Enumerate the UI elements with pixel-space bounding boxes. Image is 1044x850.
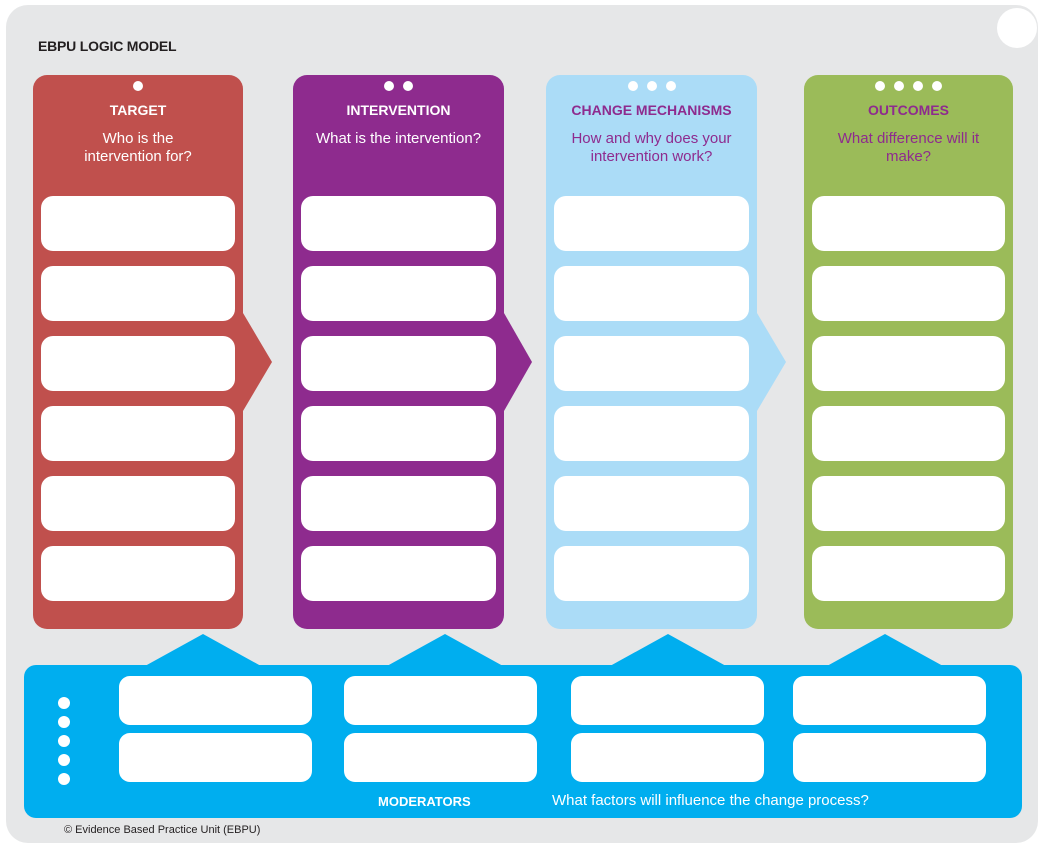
column-input-box[interactable]: [301, 406, 496, 461]
column-input-box[interactable]: [41, 266, 235, 321]
column-input-box[interactable]: [301, 336, 496, 391]
column-input-box[interactable]: [812, 196, 1005, 251]
moderator-input-box[interactable]: [571, 733, 764, 782]
column-input-box[interactable]: [554, 336, 749, 391]
column-input-box[interactable]: [554, 196, 749, 251]
column-title: INTERVENTION: [346, 102, 451, 118]
column-question: What difference will it make?: [837, 130, 980, 165]
column-outcomes: OUTCOMES What difference will it make?: [804, 75, 1013, 629]
column-input-box[interactable]: [554, 546, 749, 601]
column-input-box[interactable]: [41, 546, 235, 601]
column-question: What is the intervention?: [315, 130, 482, 147]
step-dot-icon: [133, 81, 143, 91]
column-question: How and why does your intervention work?: [571, 130, 732, 165]
arrow-right-icon: [504, 313, 532, 411]
page-title: EBPU LOGIC MODEL: [38, 38, 177, 54]
step-dot-icon: [913, 81, 923, 91]
column-title: TARGET: [109, 102, 167, 118]
moderators-dots: [58, 697, 70, 785]
column-input-box[interactable]: [41, 406, 235, 461]
column-input-box[interactable]: [812, 336, 1005, 391]
moderator-dot-icon: [58, 754, 70, 766]
column-input-box[interactable]: [41, 196, 235, 251]
column-input-box[interactable]: [554, 406, 749, 461]
moderator-pointer-icon: [827, 634, 943, 666]
moderator-pointer-icon: [145, 634, 261, 666]
moderator-input-box[interactable]: [571, 676, 764, 725]
column-change-mechanisms: CHANGE MECHANISMS How and why does your …: [546, 75, 757, 629]
step-dot-icon: [403, 81, 413, 91]
column-title: OUTCOMES: [868, 102, 949, 118]
step-dot-icon: [646, 81, 657, 91]
step-dot-icon: [384, 81, 394, 91]
column-dots: [546, 81, 757, 91]
column-input-box[interactable]: [301, 546, 496, 601]
step-dot-icon: [627, 81, 638, 91]
column-dots: [293, 81, 504, 91]
column-intervention: INTERVENTION What is the intervention?: [293, 75, 504, 629]
moderator-input-box[interactable]: [119, 733, 312, 782]
moderator-input-box[interactable]: [793, 676, 986, 725]
step-dot-icon: [894, 81, 904, 91]
column-input-box[interactable]: [301, 196, 496, 251]
moderator-input-box[interactable]: [793, 733, 986, 782]
step-dot-icon: [875, 81, 885, 91]
column-input-box[interactable]: [41, 336, 235, 391]
moderator-input-box[interactable]: [344, 676, 537, 725]
moderator-pointer-icon: [387, 634, 503, 666]
copyright-footer: © Evidence Based Practice Unit (EBPU): [64, 824, 261, 836]
column-input-box[interactable]: [812, 406, 1005, 461]
column-input-box[interactable]: [554, 266, 749, 321]
moderator-dot-icon: [58, 716, 70, 728]
column-input-box[interactable]: [812, 266, 1005, 321]
column-input-box[interactable]: [301, 476, 496, 531]
moderators-label: MODERATORS: [378, 794, 471, 809]
corner-circle: [997, 8, 1037, 48]
moderator-dot-icon: [58, 735, 70, 747]
column-input-box[interactable]: [554, 476, 749, 531]
arrow-right-icon: [757, 313, 786, 411]
moderator-input-box[interactable]: [344, 733, 537, 782]
column-question: Who is the intervention for?: [84, 130, 192, 165]
moderator-dot-icon: [58, 697, 70, 709]
column-input-box[interactable]: [812, 476, 1005, 531]
column-input-box[interactable]: [301, 266, 496, 321]
arrow-right-icon: [243, 313, 272, 411]
column-input-box[interactable]: [812, 546, 1005, 601]
moderator-dot-icon: [58, 773, 70, 785]
column-input-box[interactable]: [41, 476, 235, 531]
column-dots: [33, 81, 243, 91]
column-dots: [804, 81, 1013, 91]
column-target: TARGET Who is the intervention for?: [33, 75, 243, 629]
moderator-input-box[interactable]: [119, 676, 312, 725]
step-dot-icon: [665, 81, 676, 91]
step-dot-icon: [932, 81, 942, 91]
column-title: CHANGE MECHANISMS: [571, 102, 732, 118]
moderator-pointer-icon: [610, 634, 726, 666]
moderators-question: What factors will influence the change p…: [552, 792, 869, 809]
